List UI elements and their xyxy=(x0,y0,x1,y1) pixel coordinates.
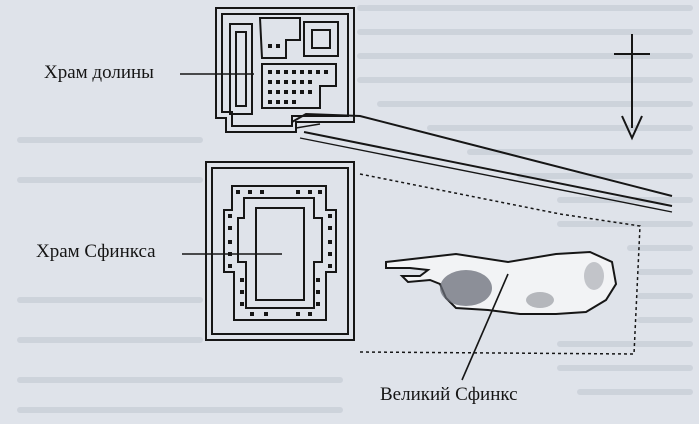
label-valley-temple: Храм долины xyxy=(44,62,154,83)
sphinx-enclosure xyxy=(359,173,641,355)
valley-temple-pillars xyxy=(268,44,328,104)
sphinx-temple-plan xyxy=(205,161,355,341)
great-sphinx-shape xyxy=(385,250,618,315)
valley-temple-plan xyxy=(215,7,355,133)
leader-lines xyxy=(180,73,509,381)
label-great-sphinx: Великий Сфинкс xyxy=(380,384,518,405)
causeway xyxy=(291,112,673,213)
sphinx-temple-pillars xyxy=(228,190,332,316)
north-arrow-icon xyxy=(614,34,650,141)
label-sphinx-temple: Храм Сфинкса xyxy=(36,241,156,262)
bleed-through-text xyxy=(17,5,693,413)
